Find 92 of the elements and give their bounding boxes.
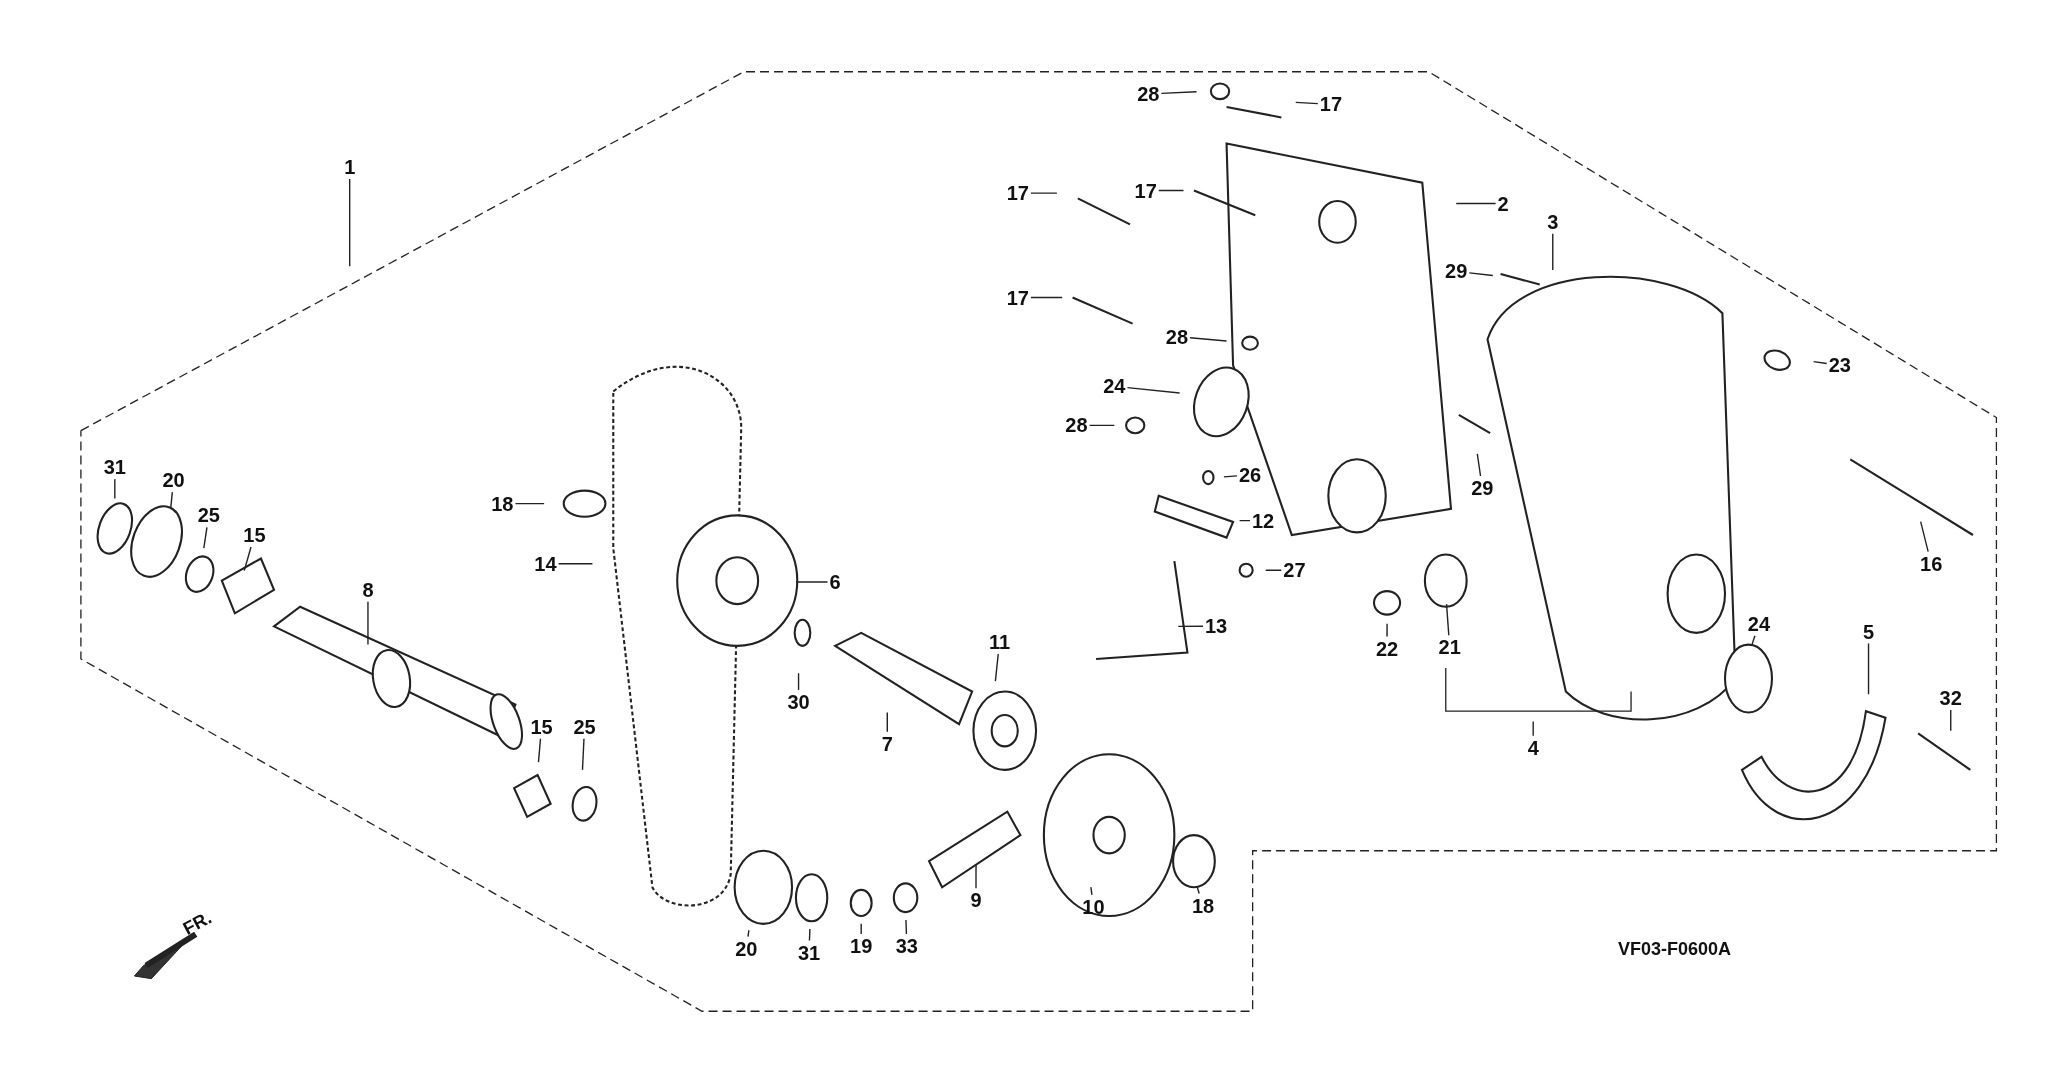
callout-number: 28 (1163, 324, 1191, 349)
leader-line (1751, 635, 1756, 646)
leader-line (349, 178, 351, 267)
leader-line (243, 546, 252, 572)
leader-line (537, 738, 542, 763)
callout-number: 16 (1918, 551, 1945, 576)
leader-line (1812, 360, 1828, 365)
leader-line (1238, 519, 1251, 522)
leader-line (1030, 296, 1063, 299)
callout-number: 15 (241, 523, 268, 547)
drawing-code: VF03-F0600A (1618, 939, 1732, 961)
callout-number: 27 (1281, 558, 1308, 583)
callout-number: 18 (1189, 893, 1217, 918)
callout-number: 18 (489, 491, 516, 516)
callout-number: 15 (528, 714, 555, 739)
callout-number: 4 (1525, 735, 1541, 760)
leader-line (1532, 720, 1534, 737)
leader-line (1386, 623, 1388, 638)
leader-line (886, 711, 888, 733)
leader-line (860, 923, 862, 935)
leader-line (1030, 192, 1058, 194)
leader-line (1126, 386, 1181, 394)
callout-number: 20 (160, 468, 187, 493)
callout-number: 29 (1469, 476, 1496, 500)
leader-line (1189, 337, 1228, 342)
callout-number: 5 (1860, 619, 1877, 644)
callout-number: 25 (195, 503, 222, 528)
leader-line (1090, 886, 1093, 896)
callout-number: 26 (1236, 462, 1264, 487)
callout-number: 17 (1317, 92, 1345, 117)
callout-number: 28 (1135, 81, 1162, 106)
leader-line (581, 738, 585, 771)
callout-number: 17 (1132, 178, 1159, 203)
leader-line (1177, 625, 1204, 628)
leader-line (994, 653, 999, 682)
callout-number: 29 (1443, 259, 1470, 284)
callout-number: 31 (101, 455, 128, 480)
leader-line (797, 672, 800, 691)
leader-line (747, 929, 750, 938)
callout-number: 19 (848, 934, 875, 958)
callout-number: 14 (532, 551, 559, 576)
callout-number: 10 (1080, 894, 1107, 919)
leader-line (1552, 233, 1554, 271)
callout-number: 2 (1495, 191, 1511, 216)
callout-number: 24 (1745, 611, 1773, 636)
leader-line (1867, 642, 1870, 695)
callout-number: 32 (1937, 686, 1964, 711)
leader-line (114, 478, 116, 500)
leader-line (1295, 101, 1319, 105)
leader-line (1476, 453, 1482, 477)
leader-line (514, 502, 545, 505)
leader-line (1950, 709, 1952, 732)
callout-number: 11 (986, 630, 1013, 654)
leader-line (367, 601, 369, 646)
callout-number: 3 (1545, 209, 1561, 234)
callout-number: 7 (879, 731, 895, 756)
callout-number: 8 (360, 577, 376, 602)
callout-number: 20 (733, 936, 760, 961)
callout-number: 17 (1004, 285, 1031, 310)
callout-number: 23 (1826, 353, 1853, 378)
leader-line (1223, 475, 1238, 478)
leader-line (1088, 424, 1116, 427)
leader-line (203, 526, 208, 549)
leader-line (808, 928, 811, 942)
leader-line (795, 581, 829, 583)
leader-line (1445, 603, 1450, 636)
direction-label: FR. (179, 907, 215, 940)
callout-number: 24 (1101, 374, 1128, 399)
callout-number: 12 (1249, 508, 1277, 533)
leader-line (905, 919, 908, 935)
leader-line (1160, 91, 1198, 95)
leader-line (975, 864, 977, 890)
callout-number: 33 (893, 934, 920, 958)
callout-number: 21 (1436, 635, 1463, 660)
leader-line (557, 563, 594, 565)
leader-line (1455, 202, 1497, 205)
callout-number: 31 (795, 940, 823, 965)
leader-line (1158, 189, 1185, 192)
leader-line (1265, 569, 1282, 571)
callout-number: 1 (342, 155, 358, 179)
callout-number: 22 (1373, 636, 1401, 661)
callout-number: 9 (968, 888, 984, 913)
leader-line (1196, 886, 1200, 895)
callout-number: 17 (1004, 181, 1031, 206)
callout-number: 13 (1203, 614, 1230, 639)
callout-number: 6 (827, 569, 843, 594)
leader-line (1919, 520, 1929, 553)
callout-number: 28 (1063, 413, 1090, 438)
callout-number: 25 (571, 714, 598, 739)
callout-number: 30 (785, 690, 812, 714)
leader-line (169, 491, 174, 510)
leader-line (1468, 272, 1494, 277)
